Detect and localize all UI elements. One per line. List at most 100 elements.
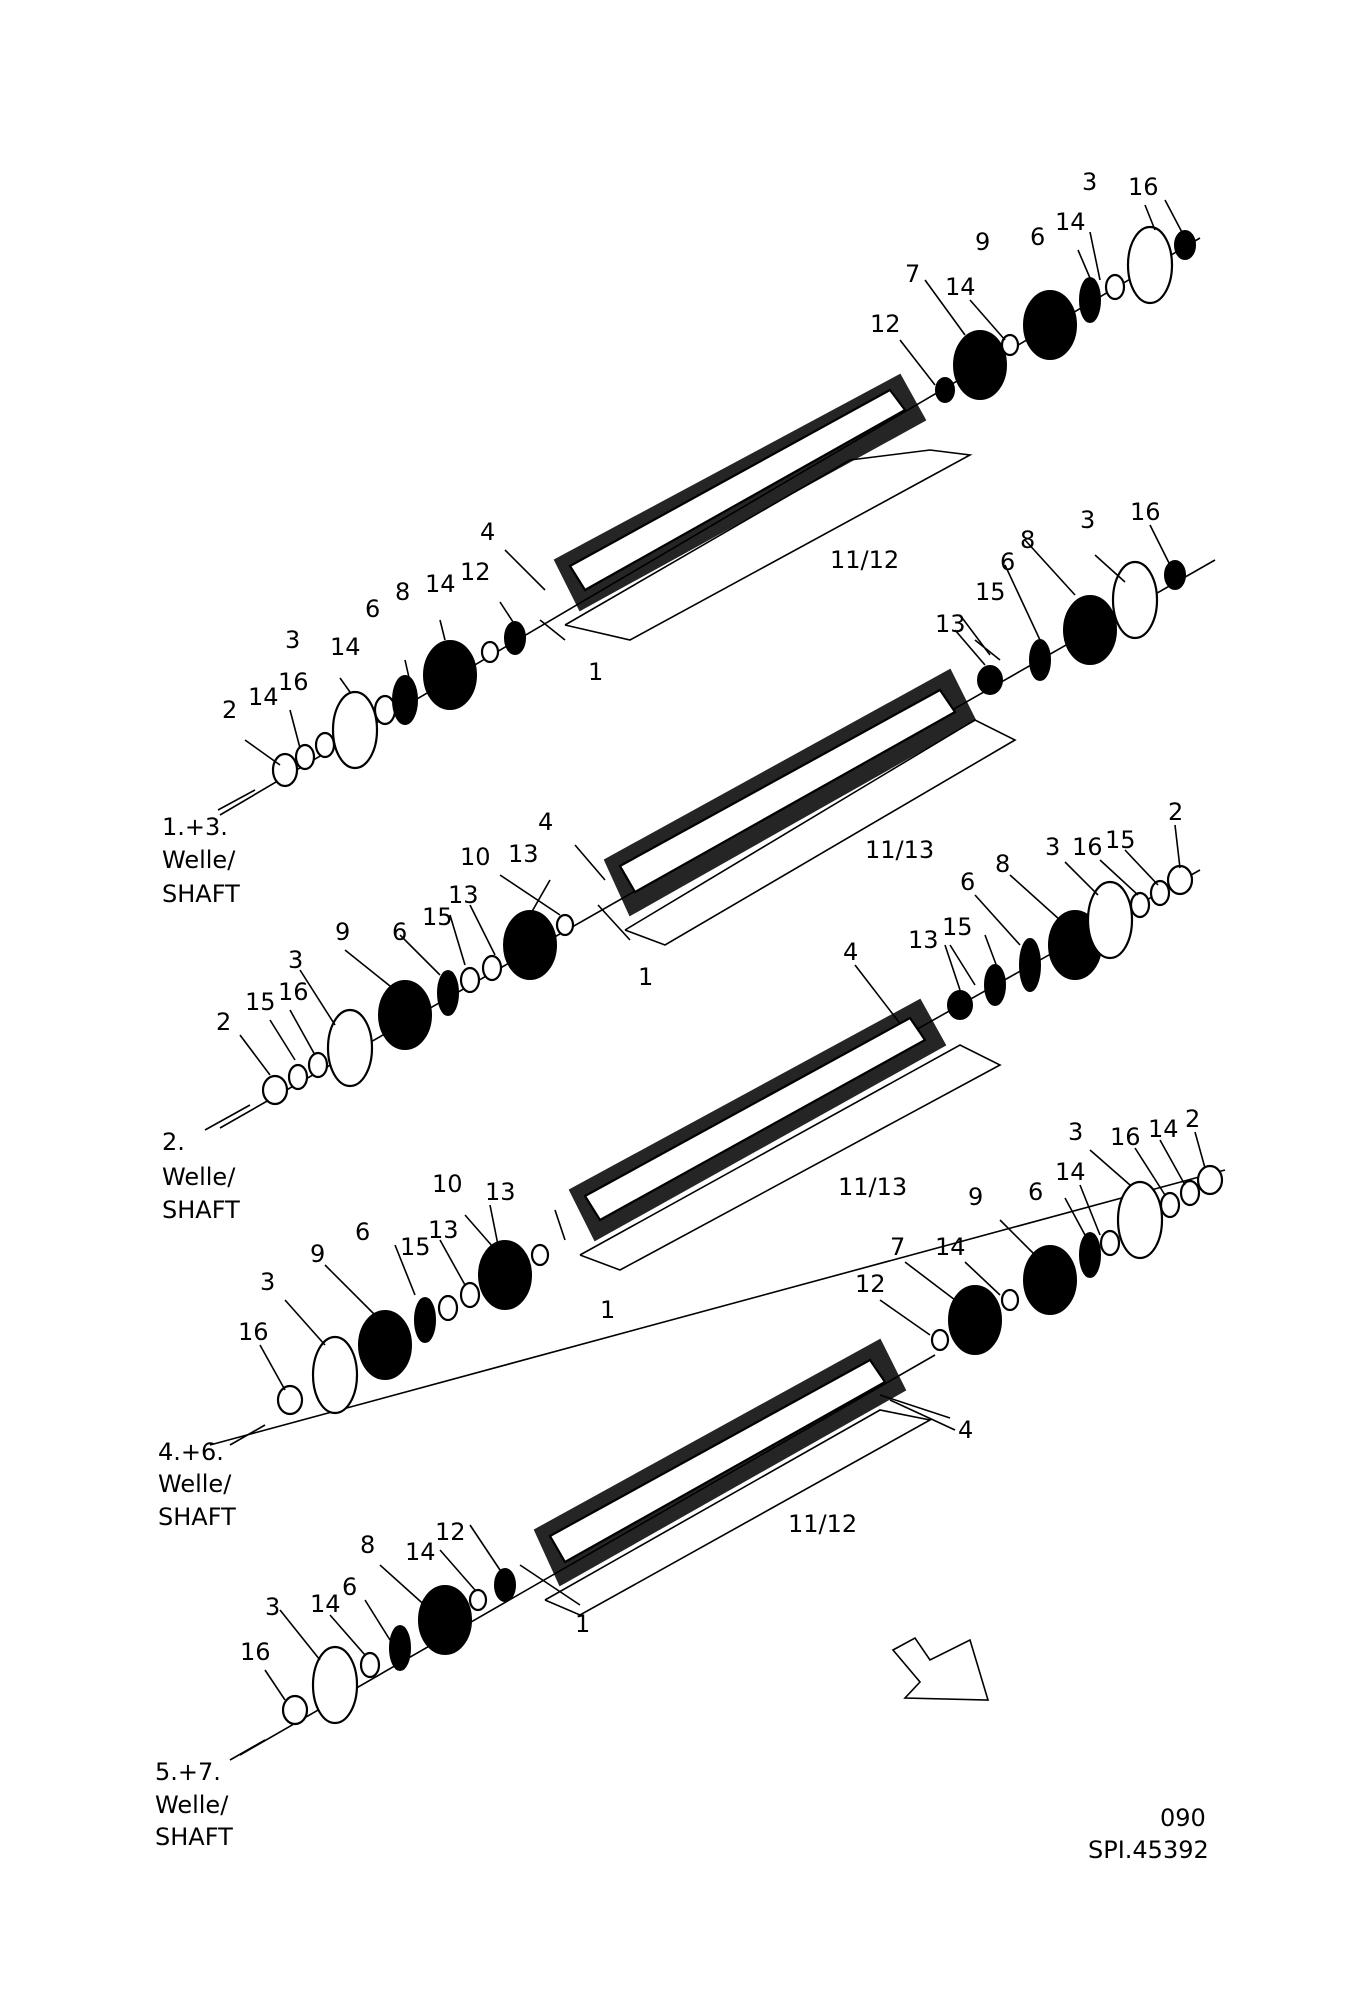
part-label: 16	[240, 1638, 271, 1666]
star-wheel-8	[1063, 595, 1117, 665]
nut-2	[1196, 1164, 1224, 1196]
shaft-assembly-1: 3 16 14 9 6 7 14 12 4 11/12 8 14 12 6 3 …	[162, 168, 1201, 908]
part-label: 12	[855, 1270, 886, 1298]
nut-2	[1166, 864, 1194, 896]
shaft-assembly-3: 3 16 14 2 9 6 14 11/13 10 13 13 9 6 15 3…	[158, 998, 1226, 1531]
part-label: 16	[1130, 498, 1161, 526]
part-label: 6	[342, 1573, 357, 1601]
shaft-caption-de: Welle/	[158, 1470, 232, 1498]
part-label: 12	[435, 1518, 466, 1546]
part-label: 14	[248, 683, 279, 711]
disc-3	[326, 1008, 374, 1088]
part-label: 16	[238, 1318, 269, 1346]
part-label: 15	[245, 988, 276, 1016]
shaft-assembly-2-upper-right: 2 15 16 3 8 6 13 15 4	[843, 798, 1201, 1051]
part-label: 4	[538, 808, 553, 836]
part-label: 10	[460, 843, 491, 871]
nut-16	[276, 1384, 304, 1416]
star-wheel-9-right	[1023, 1245, 1077, 1315]
part-label: 7	[890, 1233, 905, 1261]
part-label: 7	[905, 260, 920, 288]
disc-3-right	[1086, 880, 1134, 960]
part-label: 16	[278, 978, 309, 1006]
shaft-caption-de: Welle/	[162, 846, 236, 874]
part-label: 3	[1080, 506, 1095, 534]
part-label: 2	[222, 696, 237, 724]
part-label: 14	[1148, 1115, 1179, 1143]
part-label: 11/13	[838, 1173, 907, 1201]
part-label: 4	[958, 1416, 973, 1444]
disc-3	[331, 690, 379, 770]
part-label: 13	[508, 840, 539, 868]
part-label: 14	[330, 633, 361, 661]
page-number: 090	[1160, 1804, 1206, 1832]
shaft-caption-en: SHAFT	[155, 1823, 233, 1851]
part-label: 8	[1020, 526, 1035, 554]
part-label: 14	[1055, 1158, 1086, 1186]
disc-3-right	[1116, 1180, 1164, 1260]
part-label: 6	[355, 1218, 370, 1246]
star-wheel-9	[1023, 290, 1077, 360]
star-wheel-8	[418, 1585, 472, 1655]
part-label: 6	[365, 595, 380, 623]
star-wheel-10	[478, 1240, 532, 1310]
nut-16	[281, 1694, 309, 1726]
shaft-caption-number: 1.+3.	[162, 813, 228, 841]
star-wheel-8	[423, 640, 477, 710]
part-label: 15	[422, 903, 453, 931]
star-wheel-10	[503, 910, 557, 980]
disc-3-right	[1111, 560, 1159, 640]
shaft-caption-number: 5.+7.	[155, 1758, 221, 1786]
part-label: 6	[1028, 1178, 1043, 1206]
part-label: 14	[310, 1590, 341, 1618]
drawing-reference: SPI.45392	[1088, 1836, 1209, 1864]
disc-3	[311, 1645, 359, 1725]
part-label: 4	[480, 518, 495, 546]
brush-roller-1	[553, 373, 927, 612]
part-label: 1	[638, 963, 653, 991]
brush-roller-2	[603, 668, 977, 917]
part-label: 14	[935, 1233, 966, 1261]
part-label: 9	[335, 918, 350, 946]
part-label: 11/13	[865, 836, 934, 864]
part-label: 13	[428, 1216, 459, 1244]
part-label: 2	[1185, 1105, 1200, 1133]
shaft-caption-en: SHAFT	[158, 1503, 236, 1531]
part-label: 16	[1128, 173, 1159, 201]
shaft-caption-de: Welle/	[155, 1791, 229, 1819]
part-label: 2	[1168, 798, 1183, 826]
part-label: 9	[975, 228, 990, 256]
part-label: 11/12	[830, 546, 899, 574]
part-label: 15	[942, 913, 973, 941]
part-label: 1	[588, 658, 603, 686]
part-label: 16	[1110, 1123, 1141, 1151]
part-label: 3	[265, 1593, 280, 1621]
part-label: 3	[1068, 1118, 1083, 1146]
part-label: 1	[600, 1296, 615, 1324]
part-label: 8	[395, 578, 410, 606]
part-label: 3	[260, 1268, 275, 1296]
part-label: 13	[908, 926, 939, 954]
part-label: 3	[1082, 168, 1097, 196]
part-label: 10	[432, 1170, 463, 1198]
star-wheel-9	[378, 980, 432, 1050]
part-label: 3	[285, 626, 300, 654]
part-label: 4	[843, 938, 858, 966]
part-label: 14	[945, 273, 976, 301]
part-label: 13	[448, 881, 479, 909]
shaft-caption-en: SHAFT	[162, 1196, 240, 1224]
part-label: 13	[485, 1178, 516, 1206]
part-label: 11/12	[788, 1510, 857, 1538]
part-label: 9	[968, 1183, 983, 1211]
part-label: 9	[310, 1240, 325, 1268]
brush-roller-3	[568, 998, 947, 1242]
brush-roller-4	[533, 1338, 907, 1587]
part-label: 12	[460, 558, 491, 586]
part-label: 15	[400, 1233, 431, 1261]
part-label: 6	[392, 918, 407, 946]
part-label: 6	[1000, 548, 1015, 576]
part-label: 6	[960, 868, 975, 896]
disc-3-right	[1126, 225, 1174, 305]
shaft-assembly-4: 4 11/12 8 14 12 6 3 14 16 1 5.+7. Welle/…	[155, 1338, 973, 1851]
